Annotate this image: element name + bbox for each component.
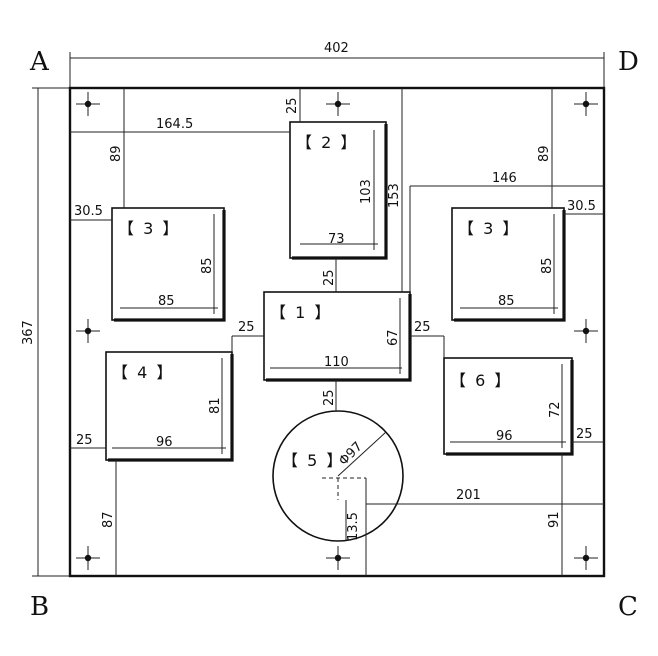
part-3-left-height: 85 <box>200 257 215 274</box>
board-outline <box>68 86 606 578</box>
part-6: 【 6 】 96 72 <box>443 357 574 456</box>
dim-25-left-of-part-4: 25 <box>76 433 93 448</box>
dim-146: 146 <box>492 171 517 186</box>
part-2: 【 2 】 73 103 <box>289 121 388 260</box>
part-1-width: 110 <box>324 355 349 370</box>
part-5: 【 5 】 Φ97 <box>272 410 404 576</box>
dim-25-left-of-part-1: 25 <box>238 320 255 335</box>
corner-label-a: A <box>29 47 50 77</box>
hole-top-left <box>76 92 100 116</box>
hole-bottom-center <box>326 546 350 570</box>
part-6-height: 72 <box>548 401 563 418</box>
part-4: 【 4 】 96 81 <box>105 351 234 462</box>
part-2-label: 【 2 】 <box>296 133 358 152</box>
dim-13-5: 13.5 <box>346 512 361 541</box>
part-4-width: 96 <box>156 435 173 450</box>
spacing-dimensions: 164.5 25 89 89 153 146 30.5 30.5 25 25 <box>70 88 604 576</box>
corner-label-d: D <box>618 47 639 77</box>
dim-25-below-part-1: 25 <box>322 389 337 406</box>
dim-164-5: 164.5 <box>156 117 193 132</box>
dim-25-right-of-part-6: 25 <box>576 427 593 442</box>
hole-top-right <box>574 92 598 116</box>
part-3-right-label: 【 3 】 <box>458 219 520 238</box>
dim-25-right-of-part-1: 25 <box>414 320 431 335</box>
overall-width-text: 402 <box>324 41 349 56</box>
part-1: 【 1 】 110 67 <box>263 291 412 382</box>
corner-label-c: C <box>618 592 638 622</box>
part-1-height: 67 <box>386 329 401 346</box>
hole-bottom-left <box>76 546 100 570</box>
dim-91: 91 <box>547 511 562 528</box>
part-3-right-height: 85 <box>540 257 555 274</box>
part-6-width: 96 <box>496 429 513 444</box>
dim-87: 87 <box>101 511 116 528</box>
dim-30-5-left: 30.5 <box>74 204 103 219</box>
dim-25-mid: 25 <box>322 269 337 286</box>
part-4-label: 【 4 】 <box>112 363 174 382</box>
part-1-label: 【 1 】 <box>270 303 332 322</box>
part-3-right: 【 3 】 85 85 <box>451 207 566 322</box>
mounting-holes <box>76 92 598 570</box>
part-3-right-width: 85 <box>498 294 515 309</box>
hole-bottom-right <box>574 546 598 570</box>
dim-153: 153 <box>387 183 402 208</box>
part-2-width: 73 <box>328 232 345 247</box>
hole-middle-left <box>76 319 100 343</box>
overall-height-text: 367 <box>21 320 36 345</box>
dim-89-right: 89 <box>537 145 552 162</box>
hole-middle-right <box>574 319 598 343</box>
part-3-left-label: 【 3 】 <box>118 219 180 238</box>
part-3-left: 【 3 】 85 85 <box>111 207 226 322</box>
part-6-label: 【 6 】 <box>450 371 512 390</box>
dim-201: 201 <box>456 488 481 503</box>
dimension-overall-width: 402 <box>69 41 605 88</box>
corner-label-b: B <box>30 592 49 622</box>
part-5-label: 【 5 】 <box>282 451 344 470</box>
dimension-overall-height: 367 <box>21 87 70 577</box>
dim-89-left: 89 <box>109 145 124 162</box>
hole-top-center <box>326 92 350 116</box>
part-4-height: 81 <box>208 397 223 414</box>
dim-25-top: 25 <box>285 97 300 114</box>
part-3-left-width: 85 <box>158 294 175 309</box>
dim-30-5-right: 30.5 <box>567 199 596 214</box>
part-2-height: 103 <box>359 179 374 204</box>
